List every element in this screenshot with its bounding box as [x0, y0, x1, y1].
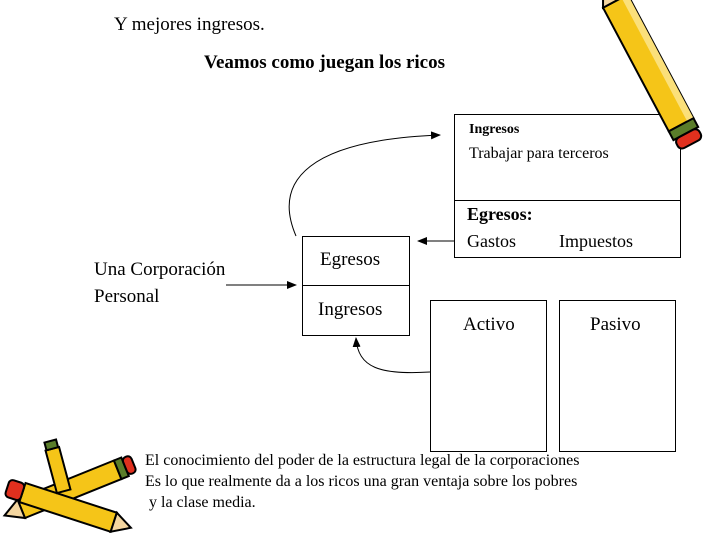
arrow-from-assets: [356, 338, 430, 373]
conclusion-line2: Es lo que realmente da a los ricos una g…: [145, 471, 579, 492]
expense-gastos: Gastos: [467, 231, 516, 252]
intro-text: Y mejores ingresos.: [114, 14, 265, 36]
expense-title: Egresos:: [467, 204, 533, 225]
corporation-line1: Una Corporación: [94, 256, 225, 283]
assets-label: Activo: [463, 314, 515, 336]
box-divider: [455, 200, 680, 201]
income-subtitle: Trabajar para terceros: [469, 145, 609, 163]
conclusion-line1: El conocimiento del poder de la estructu…: [145, 450, 579, 471]
corp-income-label: Ingresos: [318, 299, 382, 321]
corporation-box: Egresos Ingresos: [302, 236, 410, 336]
corp-expenses-label: Egresos: [320, 249, 380, 271]
income-title: Ingresos: [469, 122, 519, 138]
conclusion-line3: y la clase media.: [145, 492, 579, 513]
pencils-icon: [1, 439, 137, 537]
slide-title: Veamos como juegan los ricos: [204, 52, 445, 74]
liabilities-box: Pasivo: [559, 300, 676, 452]
box-divider: [303, 285, 409, 286]
assets-box: Activo: [430, 300, 547, 452]
arrow-to-income: [289, 135, 440, 236]
liabilities-label: Pasivo: [590, 314, 641, 336]
corporation-line2: Personal: [94, 283, 225, 310]
income-expense-box: Ingresos Trabajar para terceros Egresos:…: [454, 114, 681, 258]
corporation-label: Una Corporación Personal: [94, 256, 225, 310]
expense-impuestos: Impuestos: [559, 231, 633, 252]
conclusion-text: El conocimiento del poder de la estructu…: [145, 450, 579, 513]
